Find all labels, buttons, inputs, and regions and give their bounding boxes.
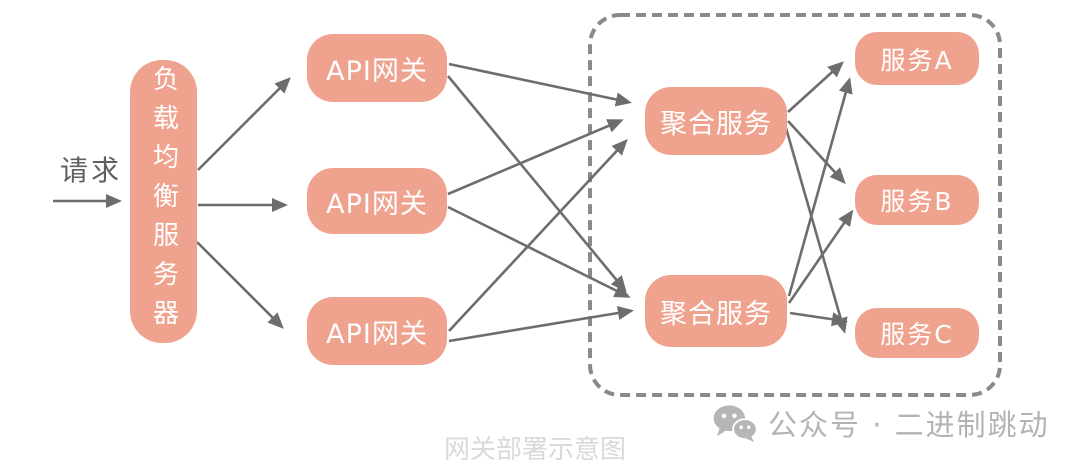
edge-agg1-svcB xyxy=(787,120,846,184)
wechat-icon xyxy=(713,405,758,442)
cluster-dashed-border xyxy=(588,13,1002,397)
edge-lb-api3 xyxy=(196,241,284,329)
edge-api1-agg2 xyxy=(446,75,627,293)
node-api-gateway-3-label: API网关 xyxy=(326,318,428,350)
edge-agg2-svcC xyxy=(789,311,848,327)
node-service-a-label: 服务A xyxy=(880,45,954,75)
edge-api1-agg1 xyxy=(448,62,632,107)
edge-agg1-svcC xyxy=(784,127,848,334)
node-service-b-label: 服务B xyxy=(880,187,954,216)
node-aggregation-service-1: 聚合服务 xyxy=(645,87,787,155)
edge-api2-agg1 xyxy=(447,119,624,196)
node-service-c: 服务C xyxy=(855,308,979,358)
node-aggregation-service-2: 聚合服务 xyxy=(645,275,787,347)
edge-api2-agg2 xyxy=(447,205,631,298)
edge-agg1-svcA xyxy=(787,61,844,113)
node-service-b: 服务B xyxy=(855,175,979,225)
node-api-gateway-3: API网关 xyxy=(307,297,447,365)
edge-lb-api1 xyxy=(197,77,291,171)
edge-agg2-svcB xyxy=(787,209,854,304)
node-api-gateway-2: API网关 xyxy=(307,168,447,234)
edge-api3-agg1 xyxy=(448,139,628,332)
footer-account-text: 公众号 · 二进制跳动 xyxy=(768,408,1050,442)
edge-agg2-svcA xyxy=(787,77,853,297)
diagram-caption: 网关部署示意图 xyxy=(443,435,626,465)
node-load-balancer: 负载均衡服务器 xyxy=(130,60,197,343)
node-aggregation-service-2-label: 聚合服务 xyxy=(660,298,772,330)
node-service-a: 服务A xyxy=(855,32,979,85)
node-service-c-label: 服务C xyxy=(880,320,954,349)
node-api-gateway-1: API网关 xyxy=(307,34,447,102)
node-api-gateway-1-label: API网关 xyxy=(326,55,428,87)
footer-watermark: 公众号 · 二进制跳动 xyxy=(712,402,1050,444)
node-aggregation-service-1-label: 聚合服务 xyxy=(660,108,772,140)
request-label: 请求 xyxy=(60,154,123,187)
edge-api3-agg2 xyxy=(448,305,634,343)
node-load-balancer-label: 负载均衡服务器 xyxy=(148,65,179,338)
node-api-gateway-2-label: API网关 xyxy=(326,188,428,220)
